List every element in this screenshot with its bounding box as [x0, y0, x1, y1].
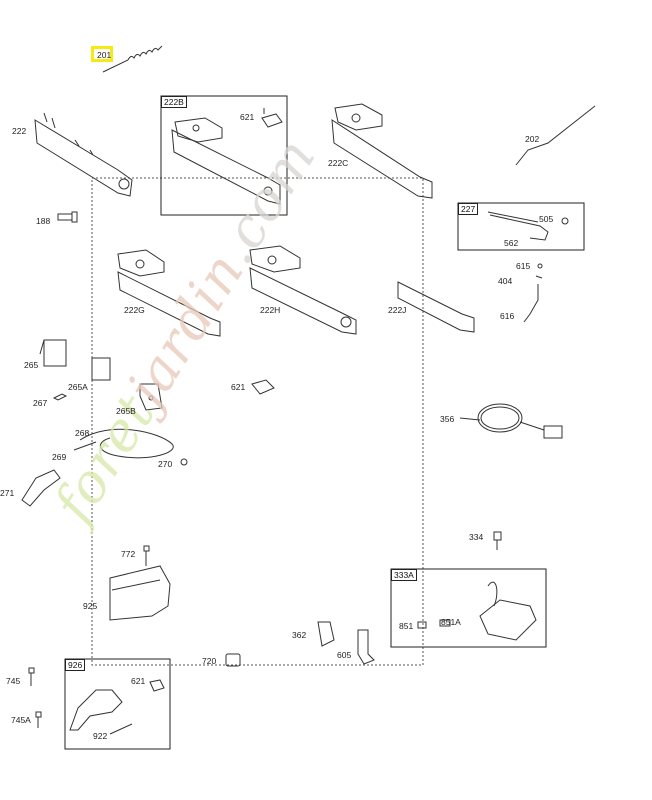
part-222c-bracket — [331, 103, 433, 199]
label-772: 772 — [121, 549, 136, 559]
part-267-screw — [52, 393, 68, 401]
label-615: 615 — [516, 261, 531, 271]
label-222g: 222G — [124, 305, 145, 315]
label-851a: 851A — [441, 617, 461, 627]
label-720: 720 — [202, 656, 217, 666]
label-227: 227 — [458, 203, 479, 215]
label-188: 188 — [36, 216, 51, 226]
part-621-clip-b — [251, 379, 275, 395]
highlight-box-201 — [91, 46, 113, 62]
label-605: 605 — [337, 650, 352, 660]
assembly-dashed-boundary — [91, 177, 424, 666]
part-271-lever — [21, 469, 61, 507]
part-334-screw — [493, 531, 502, 550]
label-621-b: 621 — [231, 382, 246, 392]
label-356: 356 — [440, 414, 455, 424]
part-333a-module — [417, 581, 537, 641]
box-227 — [457, 202, 585, 251]
part-265a-block — [91, 357, 111, 381]
part-202-rod — [515, 105, 596, 166]
label-926: 926 — [65, 659, 86, 671]
label-925: 925 — [83, 601, 98, 611]
part-265-plate — [39, 339, 67, 367]
label-267: 267 — [33, 398, 48, 408]
label-621-a: 621 — [240, 112, 255, 122]
part-222j-bracket — [397, 281, 475, 333]
part-268-269-cable — [73, 428, 188, 466]
part-227-lever — [487, 211, 569, 241]
box-926 — [64, 658, 171, 750]
label-334: 334 — [469, 532, 484, 542]
part-188-screw — [57, 211, 78, 223]
label-201: 201 — [97, 50, 112, 60]
box-222b — [160, 95, 288, 216]
label-265: 265 — [24, 360, 39, 370]
label-269: 269 — [52, 452, 67, 462]
part-362-fitting — [317, 621, 335, 647]
part-925-housing — [109, 565, 171, 621]
label-222b: 222B — [161, 96, 187, 108]
part-222-bracket — [34, 112, 133, 197]
label-562: 562 — [504, 238, 519, 248]
label-268: 268 — [75, 428, 90, 438]
label-922: 922 — [93, 731, 108, 741]
part-201-spring — [102, 45, 163, 73]
part-772-screw — [143, 545, 150, 566]
label-271: 271 — [0, 488, 15, 498]
part-222b-bracket — [171, 117, 281, 205]
part-615-404-616-link — [523, 263, 543, 323]
label-270: 270 — [158, 459, 173, 469]
label-202: 202 — [525, 134, 540, 144]
part-720-nut — [225, 653, 241, 667]
part-621-clip-a — [261, 108, 283, 128]
part-605-elbow — [357, 629, 375, 665]
label-404: 404 — [498, 276, 513, 286]
label-745a: 745A — [11, 715, 31, 725]
part-745a-screw — [35, 711, 42, 728]
label-333a: 333A — [391, 569, 417, 581]
label-362: 362 — [292, 630, 307, 640]
part-222g-bracket — [117, 249, 221, 337]
label-505: 505 — [539, 214, 554, 224]
label-616: 616 — [500, 311, 515, 321]
label-222h: 222H — [260, 305, 281, 315]
box-333a — [390, 568, 547, 648]
part-222h-bracket — [249, 245, 357, 335]
label-265a: 265A — [68, 382, 88, 392]
part-926-governor — [69, 679, 165, 735]
label-222c: 222C — [328, 158, 349, 168]
label-745: 745 — [6, 676, 21, 686]
label-851: 851 — [399, 621, 414, 631]
label-222j: 222J — [388, 305, 407, 315]
part-356-wire — [459, 403, 563, 439]
label-621-c: 621 — [131, 676, 146, 686]
label-265b: 265B — [116, 406, 136, 416]
part-745-screw — [28, 667, 35, 686]
label-222: 222 — [12, 126, 27, 136]
part-265b-plate — [139, 383, 163, 411]
